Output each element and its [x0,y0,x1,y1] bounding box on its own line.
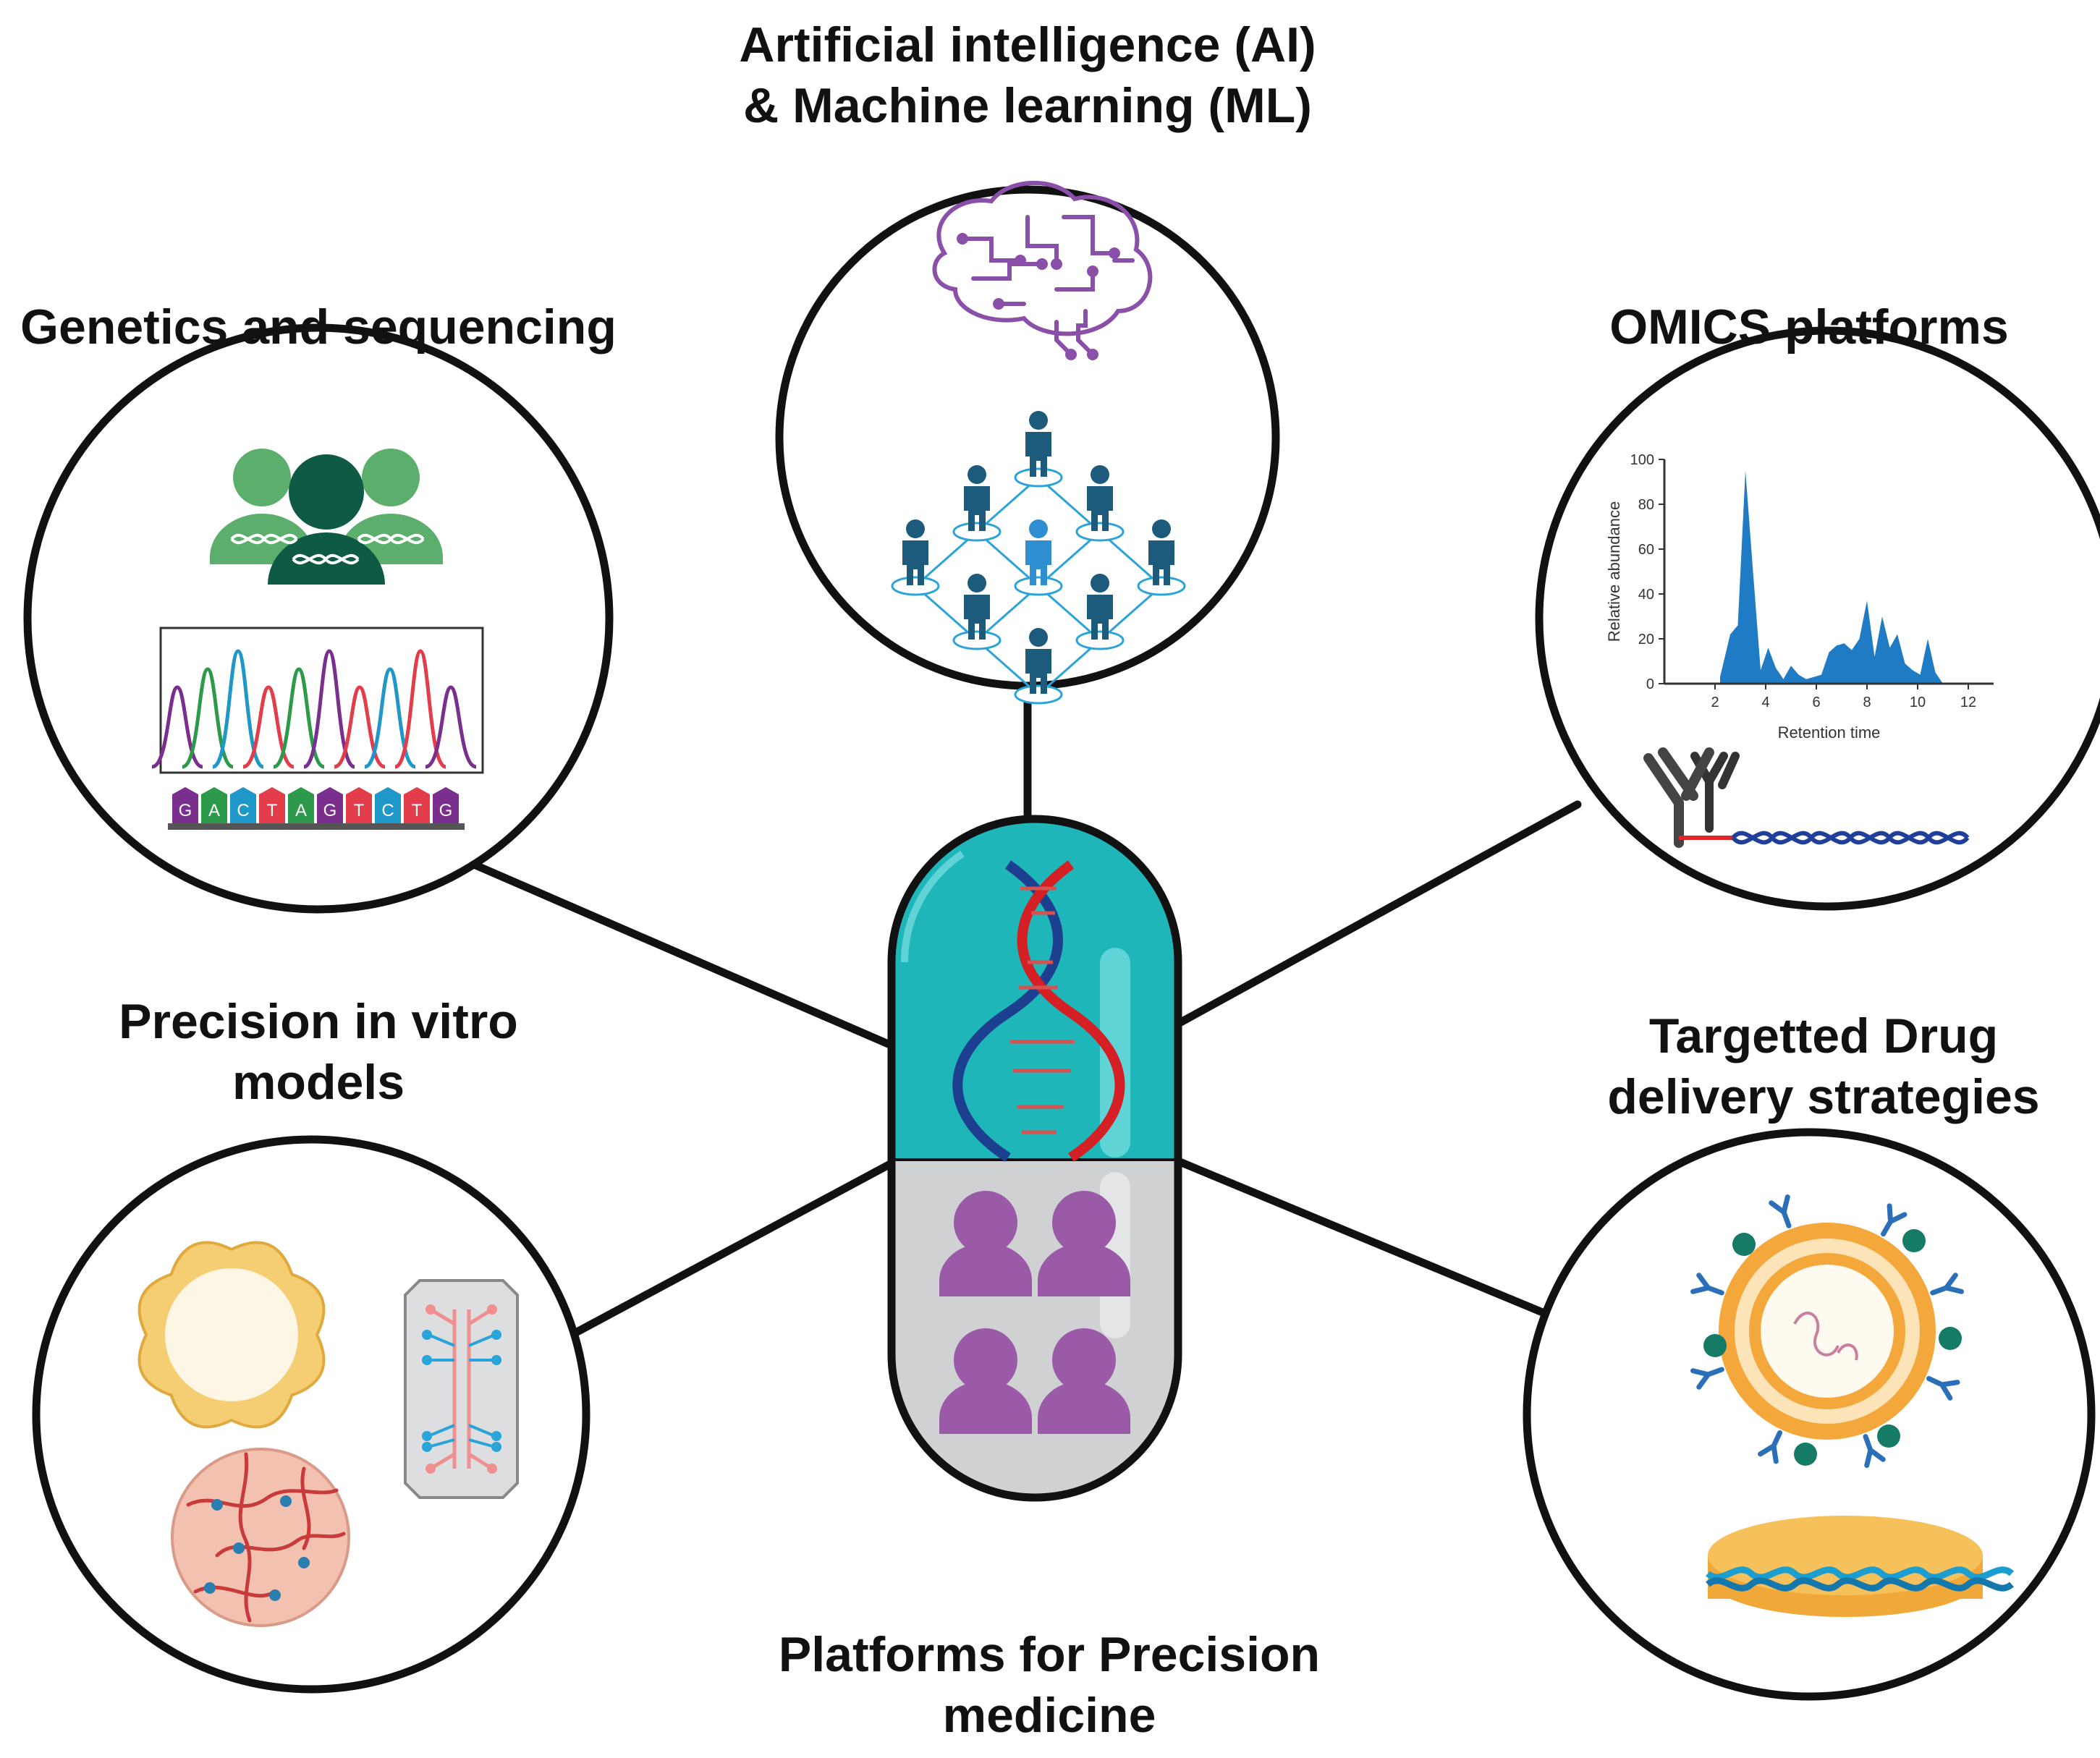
genetics-heading-line1: Genetics and sequencing [20,300,617,354]
connector-genetics [470,860,896,1050]
ai-heading-line2: & Machine learning (ML) [743,78,1312,133]
base-label: G [179,801,192,820]
genetics-heading: Genetics and sequencing [0,297,637,357]
omics-heading-line1: OMICS platforms [1609,300,2009,354]
center-heading: Platforms for Precision medicine [753,1624,1346,1746]
x-tick-label: 2 [1711,695,1719,710]
patient-group-icon [939,1191,1130,1434]
ai-heading-line1: Artificial intelligence (AI) [739,17,1316,72]
y-tick-label: 40 [1638,587,1654,603]
x-tick-label: 6 [1812,695,1820,710]
dna-helix-icon [952,860,1125,1162]
base-label: T [412,801,423,820]
antibody-dna-icon [1643,747,1970,848]
center-heading-line2: medicine [942,1688,1156,1743]
liposome-icon [1690,1194,1964,1468]
nanodisc-icon [1705,1516,2015,1617]
base-label: C [381,801,394,820]
base-label: T [267,801,278,820]
delivery-heading-line1: Targetted Drug [1648,1008,1999,1063]
dna-people-icon [210,449,443,585]
y-tick-label: 100 [1630,452,1654,468]
tissue-sphere-icon [171,1448,350,1627]
x-tick-label: 10 [1910,695,1926,710]
base-label: G [439,801,453,820]
ai-heading: Artificial intelligence (AI) & Machine l… [724,14,1331,136]
invitro-heading: Precision in vitro models [80,991,557,1113]
connector-delivery [1174,1157,1575,1328]
organ-on-chip-icon [404,1279,519,1499]
delivery-heading-line2: delivery strategies [1607,1069,2040,1124]
abundance-area [1720,470,1943,684]
organoid-icon [137,1241,326,1429]
base-label: G [323,801,337,820]
people-network-icon [891,411,1186,705]
y-tick-label: 60 [1638,542,1654,558]
base-label: A [295,801,307,820]
omics-heading: OMICS platforms [1541,297,2077,357]
x-axis-label: Retention time [1778,723,1881,742]
y-tick-label: 0 [1646,676,1654,692]
y-tick-label: 20 [1638,632,1654,647]
connector-lines [470,687,1582,1339]
x-tick-label: 8 [1863,695,1871,710]
connector-invitro [567,1159,896,1339]
y-axis-label: Relative abundance [1605,501,1623,642]
circuit-brain-icon [932,180,1153,360]
x-tick-label: 12 [1960,695,1976,710]
base-label: C [237,801,249,820]
delivery-heading: Targetted Drug delivery strategies [1563,1006,2084,1127]
invitro-heading-line1: Precision in vitro [119,994,518,1049]
x-tick-label: 4 [1761,695,1769,710]
omics-ring [1535,326,2100,911]
base-label: A [208,801,220,820]
center-heading-line1: Platforms for Precision [778,1627,1321,1682]
base-label: T [354,801,365,820]
y-tick-label: 80 [1638,497,1654,513]
capsule-icon [887,815,1182,1502]
connector-omics [1174,800,1582,1028]
invitro-heading-line2: models [232,1055,405,1110]
